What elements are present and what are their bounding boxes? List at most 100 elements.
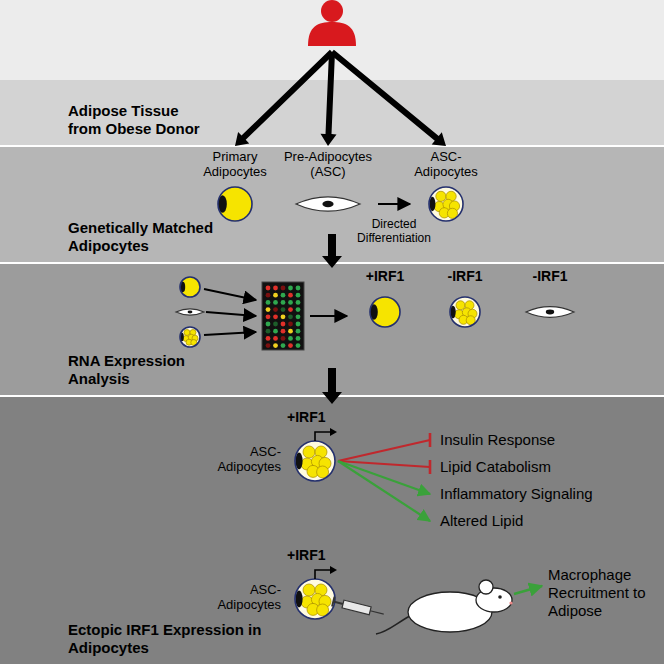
cell-label: Primary Adipocytes <box>195 150 275 180</box>
flow-arrow <box>321 52 337 146</box>
microarray-spot <box>296 314 301 319</box>
inhibition-line <box>338 440 430 461</box>
cell-membrane <box>450 297 480 327</box>
microarray-spot <box>266 307 271 312</box>
cell-node: Primary Adipocytes <box>195 150 275 222</box>
microarray-spot <box>266 300 271 305</box>
obese-donor-silhouette <box>308 0 356 46</box>
microarray-spot <box>281 343 286 348</box>
microarray-spot <box>296 329 301 334</box>
band-heading: Genetically Matched Adipocytes <box>68 219 218 255</box>
lipid-droplet <box>439 208 449 218</box>
cell-nucleus <box>295 453 302 470</box>
lipid-droplet <box>319 457 331 469</box>
lipid-droplet <box>188 334 194 340</box>
cell-nucleus <box>322 201 333 207</box>
cell-nucleus <box>370 304 378 320</box>
microarray-spot <box>288 300 293 305</box>
lipid-droplet <box>301 596 313 608</box>
adipocyte-cell <box>218 187 252 221</box>
cell-membrane <box>218 187 252 221</box>
lipid-droplet <box>184 330 190 336</box>
cell-label: Pre-Adipocytes (ASC) <box>278 150 378 180</box>
sample-arrow <box>204 332 256 335</box>
microarray-spot <box>266 329 271 334</box>
lipid-droplet <box>186 339 192 345</box>
microarray-spot <box>296 336 301 341</box>
lipid-droplet <box>307 603 319 615</box>
microarray-spot <box>281 307 286 312</box>
microarray-spot <box>273 343 278 348</box>
cell-node: ASC-Adipocytes <box>410 150 482 222</box>
band-heading: Ectopic IRF1 Expression in Adipocytes <box>68 621 268 657</box>
cell-label: +IRF1 <box>355 268 415 284</box>
microarray-spot <box>266 293 271 298</box>
cell-label: ASC-Adipocytes <box>410 150 482 180</box>
inhibition-bar <box>429 433 432 447</box>
cell-membrane <box>429 187 463 221</box>
band-heading: Adipose Tissue from Obese Donor <box>68 102 208 138</box>
cell-membrane <box>180 277 200 297</box>
lipid-droplet <box>455 310 464 319</box>
flow-arrow <box>235 50 334 146</box>
microarray-spot <box>296 293 301 298</box>
asc-adipocyte-cell <box>295 579 335 619</box>
microarray-spot <box>281 300 286 305</box>
cell-node: -IRF1 <box>510 268 590 330</box>
lipid-droplet <box>190 330 196 336</box>
effect-label: Insulin Response <box>440 431 555 449</box>
microarray-spot <box>266 286 271 291</box>
sample-arrow <box>204 289 256 300</box>
lipid-droplet <box>192 335 198 341</box>
cell-node: ASC-Adipocytes+IRF1 <box>215 409 345 487</box>
lipid-droplet <box>191 340 197 346</box>
microarray-spot <box>288 307 293 312</box>
microarray-spot <box>288 343 293 348</box>
lipid-droplet <box>317 604 329 616</box>
lipid-droplet <box>443 199 453 209</box>
microarray-spot <box>296 300 301 305</box>
asc-adipocyte-cell <box>180 327 200 347</box>
flow-arrow <box>330 50 446 146</box>
microarray-spot <box>296 343 301 348</box>
microarray-spot <box>273 314 278 319</box>
microarray-spot <box>281 329 286 334</box>
microarray-spot <box>273 329 278 334</box>
effect-label: Altered Lipid <box>440 512 523 530</box>
microarray-spot <box>296 307 301 312</box>
cell-nucleus <box>546 310 554 315</box>
adipocyte-cell <box>180 277 200 297</box>
cell-nucleus <box>450 306 455 319</box>
cell-node: Pre-Adipocytes (ASC) <box>278 150 378 222</box>
microarray-spot <box>266 336 271 341</box>
microarray-spot <box>273 322 278 327</box>
microarray-spot <box>281 322 286 327</box>
flow-arrow <box>322 234 342 268</box>
asc-adipocyte-cell <box>429 187 463 221</box>
lipid-droplet <box>466 316 475 325</box>
activation-arrow <box>338 461 430 494</box>
lipid-droplet <box>465 301 474 310</box>
microarray-chip <box>262 282 304 350</box>
microarray-spot <box>281 336 286 341</box>
lipid-droplet <box>446 191 456 201</box>
microarray-frame <box>262 282 304 350</box>
lipid-droplet <box>315 584 327 596</box>
stage-band: Adipose Tissue from Obese Donor <box>0 0 664 145</box>
stage-band: ASC-Adipocytes+IRF1ASC-Adipocytes+IRF1Ec… <box>0 397 664 664</box>
cell-label: +IRF1 <box>287 409 337 425</box>
cell-membrane <box>370 297 400 327</box>
mouse-illustration <box>376 580 513 634</box>
sample-arrow <box>206 312 256 316</box>
lipid-droplet <box>468 309 477 318</box>
input-cells <box>176 277 204 347</box>
microarray-spot <box>273 300 278 305</box>
microarray-spot <box>273 307 278 312</box>
pre-adipocyte-cell <box>296 197 360 211</box>
lipid-droplet <box>311 593 323 605</box>
lipid-droplet <box>311 455 323 467</box>
lipid-droplet <box>307 465 319 477</box>
cell-membrane <box>295 579 335 619</box>
promoter-arrowhead <box>330 428 337 436</box>
